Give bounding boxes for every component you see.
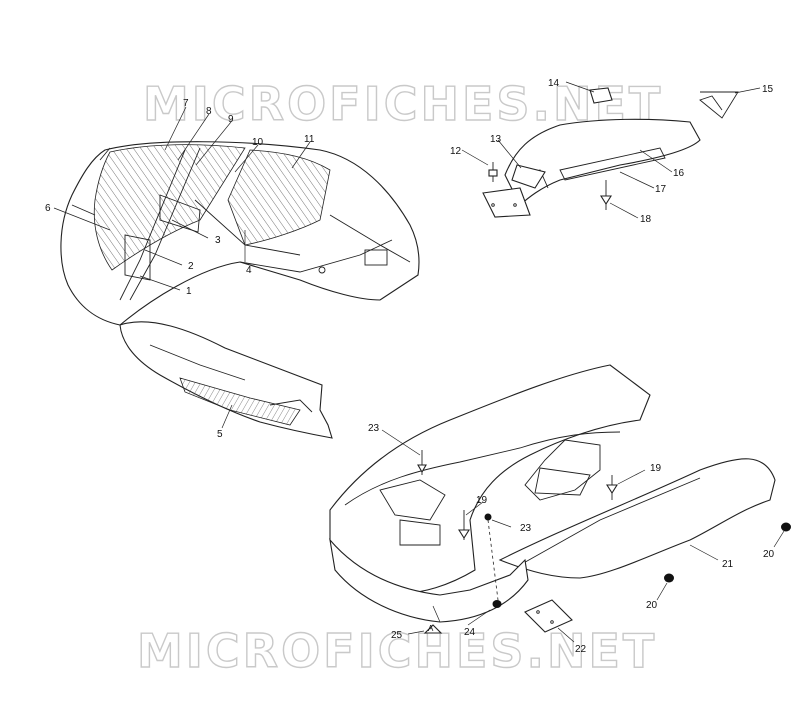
belly-leaders	[381, 429, 785, 643]
side-panel-21	[498, 458, 776, 579]
callout-5: 5	[217, 429, 223, 440]
callout-10: 10	[252, 137, 264, 148]
callout-3: 3	[215, 235, 221, 246]
callout-23-b: 23	[520, 523, 532, 534]
grommet-20a	[664, 573, 674, 583]
grommet-24	[492, 600, 502, 608]
callout-19-b: 19	[650, 463, 662, 474]
grommet-20b	[781, 522, 791, 532]
callout-2: 2	[188, 261, 194, 272]
wire-15	[699, 91, 739, 119]
front-lip-24	[329, 538, 529, 623]
callout-24: 24	[464, 627, 476, 638]
fastener-19b	[606, 475, 618, 500]
callout-14: 14	[548, 78, 560, 89]
lower-pan	[119, 321, 333, 439]
fastener-19a	[458, 510, 470, 540]
plate-22	[524, 599, 573, 633]
trim-leaders	[461, 81, 761, 219]
fastener-12	[488, 162, 498, 182]
callout-12: 12	[450, 146, 462, 157]
callout-21: 21	[722, 559, 734, 570]
callout-8: 8	[206, 106, 212, 117]
callout-4: 4	[246, 265, 252, 276]
fastener-23a	[417, 450, 427, 475]
clip-14	[589, 87, 613, 104]
callout-25: 25	[391, 630, 403, 641]
callout-23-a: 23	[368, 423, 380, 434]
belly-pan-assembly	[329, 364, 791, 634]
marker-25	[423, 624, 443, 634]
callout-20-a: 20	[646, 600, 658, 611]
callout-7: 7	[183, 98, 189, 109]
callout-17: 17	[655, 184, 667, 195]
callout-labels: 7 8 9 10 11 6 3 2 4 1 5 14 15 12 13 16 1…	[45, 78, 775, 655]
windshield-hatch	[93, 144, 246, 271]
callout-20-b: 20	[763, 549, 775, 560]
hood-leaders	[53, 106, 311, 429]
callout-6: 6	[45, 203, 51, 214]
trim-assembly	[482, 87, 739, 218]
callout-19-a: 19	[476, 495, 488, 506]
callout-9: 9	[228, 114, 234, 125]
hood-assembly	[60, 141, 420, 326]
callout-11: 11	[304, 134, 315, 145]
trim-part-16	[504, 118, 701, 206]
plate-12	[482, 187, 531, 218]
callout-25-marker: A	[428, 624, 434, 633]
callout-13: 13	[490, 134, 502, 145]
right-panel-hatch	[227, 149, 331, 246]
callout-1: 1	[186, 286, 192, 297]
lower-pan-hatch	[179, 377, 301, 426]
fastener-23b	[484, 513, 492, 521]
watermark-bottom: MICROFICHES.NET	[137, 624, 657, 678]
callout-15: 15	[762, 84, 774, 95]
callout-22: 22	[575, 644, 587, 655]
callout-16: 16	[673, 168, 685, 179]
fastener-18	[600, 180, 612, 210]
callout-18: 18	[640, 214, 652, 225]
bracket-13	[511, 164, 546, 189]
